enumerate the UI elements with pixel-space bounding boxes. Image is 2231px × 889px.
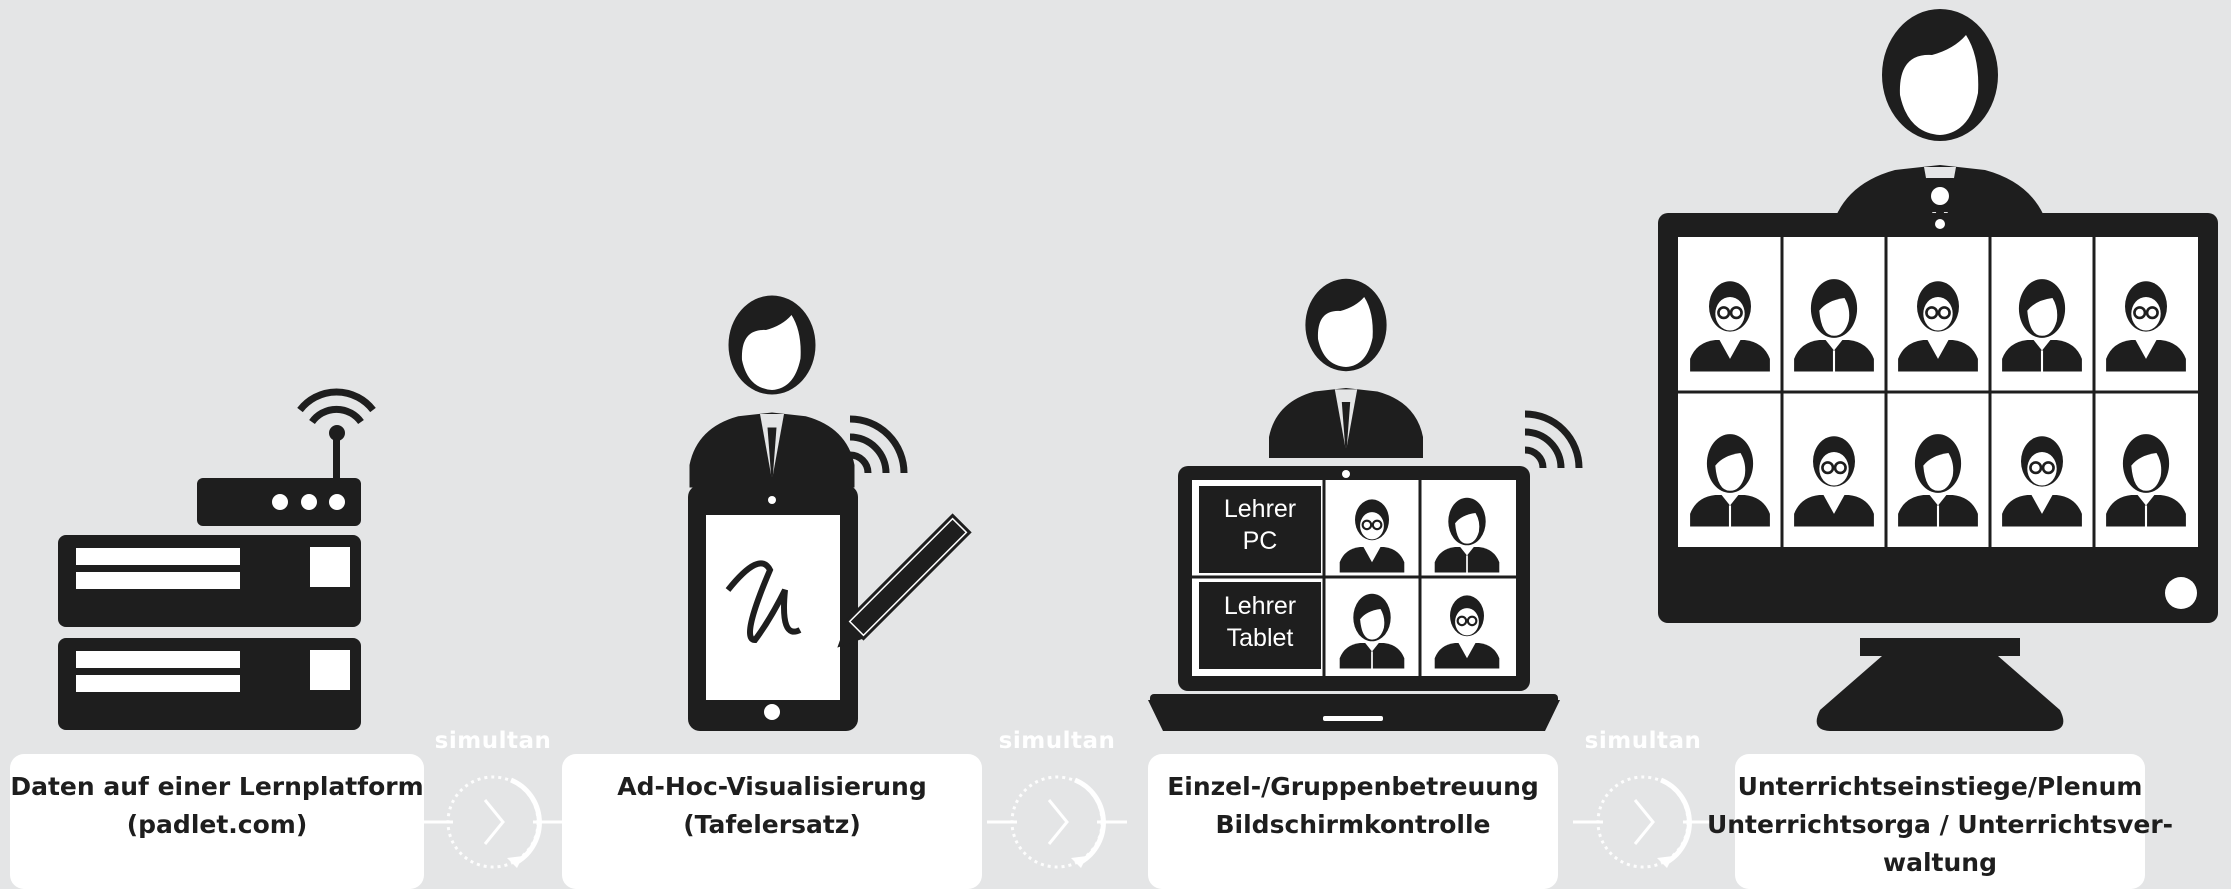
- teacher-tablet-line1: Lehrer: [1223, 592, 1297, 620]
- step3-line2: Bildschirmkontrolle: [1215, 810, 1491, 839]
- teacher-pc-line2: PC: [1242, 527, 1278, 555]
- teacher-tablet-tile: Lehrer Tablet: [1205, 590, 1315, 654]
- step1-line1: Daten auf einer Lernplatform: [10, 772, 424, 801]
- step1-line2: (padlet.com): [126, 810, 308, 839]
- step2-line1: Ad-Hoc-Visualisierung: [617, 772, 927, 801]
- step-label-data-platform: Daten auf einer Lernplatform (padlet.com…: [10, 754, 424, 889]
- step4-line3: waltung: [1883, 848, 1997, 877]
- step-label-group-support: Einzel-/Gruppenbetreuung Bildschirmkontr…: [1148, 754, 1558, 889]
- connector-label-1: simultan: [434, 728, 552, 754]
- connector-arrow-1: [423, 777, 563, 868]
- teacher-pc-line1: Lehrer: [1223, 495, 1297, 523]
- connector-label-3: simultan: [1584, 728, 1702, 754]
- tablet-pen-icon: [688, 295, 972, 731]
- step-label-visualization: Ad-Hoc-Visualisierung (Tafelersatz): [562, 754, 982, 889]
- step4-line1: Unterrichtseinstiege/Plenum: [1737, 772, 2143, 801]
- step3-line1: Einzel-/Gruppenbetreuung: [1167, 772, 1539, 801]
- connector-label-2: simultan: [998, 728, 1116, 754]
- connector-arrow-3: [1573, 777, 1713, 868]
- server-icon: [58, 388, 376, 730]
- teacher-pc-tile: Lehrer PC: [1205, 493, 1315, 557]
- connector-arrow-2: [987, 777, 1127, 868]
- teacher-tablet-line2: Tablet: [1226, 624, 1294, 652]
- step2-line2: (Tafelersatz): [683, 810, 861, 839]
- monitor-icon: [1658, 9, 2218, 731]
- laptop-icon: [1148, 278, 1579, 731]
- step-label-plenum: Unterrichtseinstiege/Plenum Unterrichtso…: [1707, 754, 2173, 889]
- step4-line2: Unterrichtsorga / Unterrichtsver-: [1706, 810, 2174, 839]
